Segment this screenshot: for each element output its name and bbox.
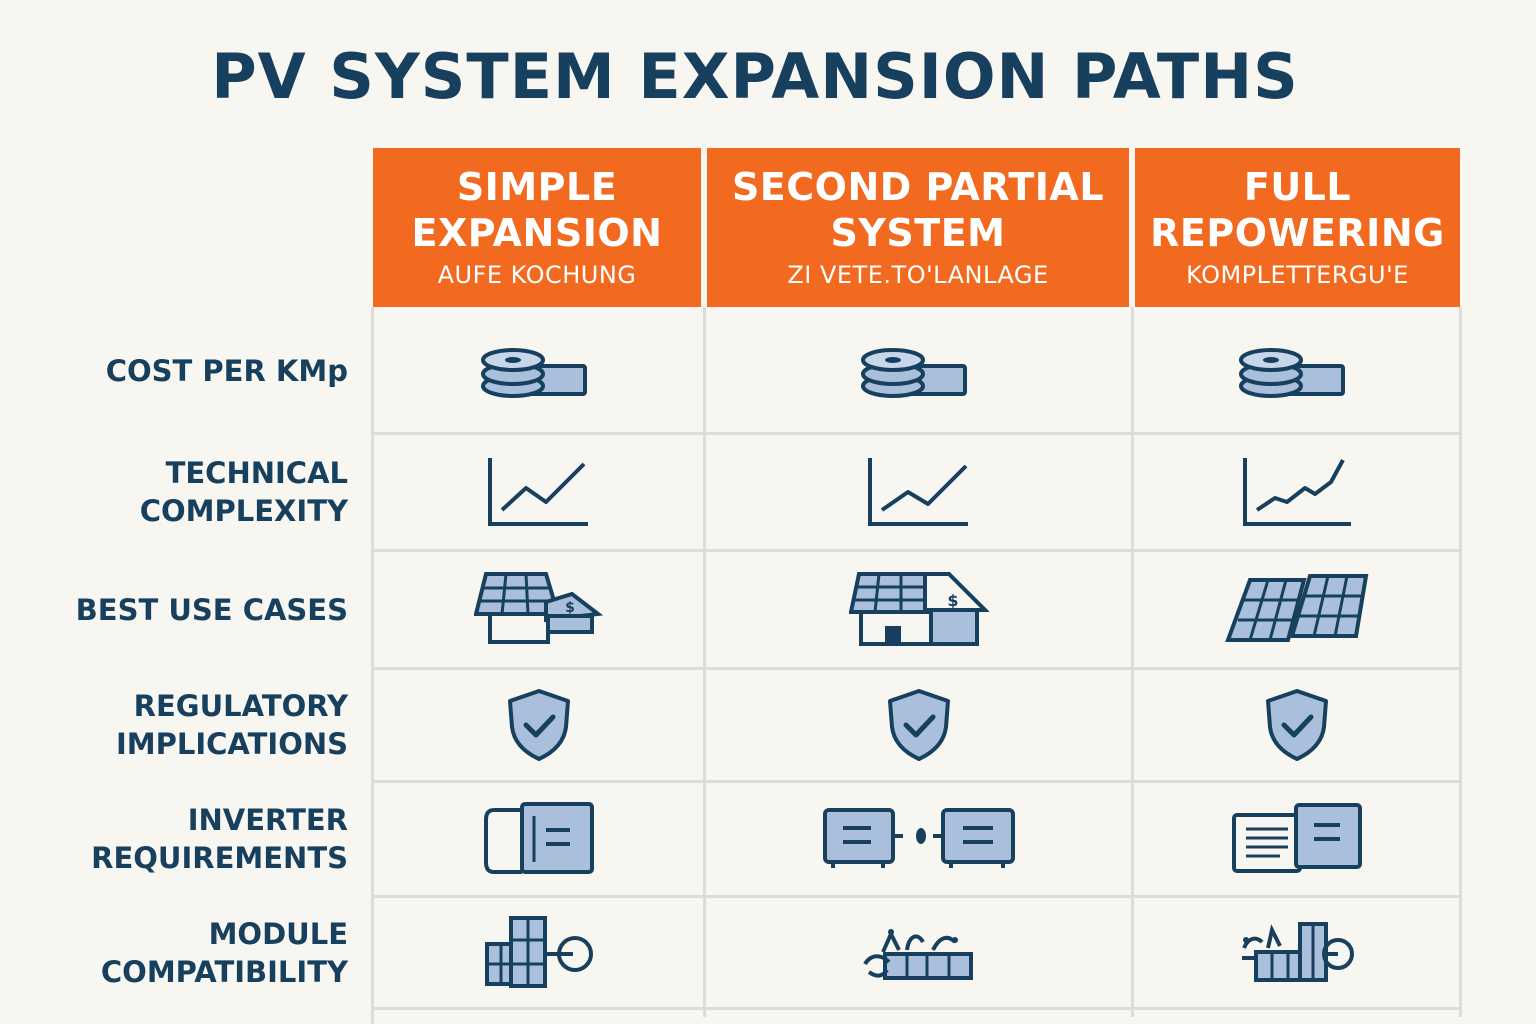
cell-inverter-partial <box>706 783 1131 895</box>
grid-line <box>371 307 374 1024</box>
cell-module-simple <box>374 898 703 1007</box>
cell-regulatory-repowering <box>1134 670 1459 780</box>
line-chart-icon <box>1242 458 1351 526</box>
grid-line <box>371 1007 1462 1010</box>
column-title: FULL REPOWERING <box>1150 164 1445 255</box>
grid-line <box>371 432 1462 435</box>
cell-inverter-repowering <box>1134 783 1459 895</box>
cell-module-partial <box>706 898 1131 1007</box>
module-connector-icon <box>484 915 593 988</box>
cell-use-cases-simple: $ <box>374 552 703 667</box>
cell-complexity-repowering <box>1134 435 1459 549</box>
inverter-icon <box>483 802 594 874</box>
grid-line <box>371 780 1462 783</box>
cell-use-cases-repowering <box>1134 552 1459 667</box>
shield-check-icon <box>1265 689 1328 761</box>
row-label-use-cases: BEST USE CASES <box>75 592 348 627</box>
row-label-complexity: TECHNICAL COMPLEXITY <box>139 456 348 528</box>
shield-check-icon <box>507 689 570 761</box>
column-header-simple-expansion: SIMPLE EXPANSION AUFE KOCHUNG <box>373 148 701 307</box>
column-title: SIMPLE EXPANSION <box>411 164 663 255</box>
grid-line <box>703 307 706 1017</box>
cell-regulatory-partial <box>706 670 1131 780</box>
column-subtitle: AUFE KOCHUNG <box>437 260 637 289</box>
row-label-inverter: INVERTER REQUIREMENTS <box>91 803 348 875</box>
page-title: PV SYSTEM EXPANSION PATHS <box>211 40 1299 113</box>
grid-line <box>371 667 1462 670</box>
grid-line <box>371 549 1462 552</box>
coin-stack-icon <box>1238 348 1345 398</box>
line-chart-icon <box>487 458 588 526</box>
module-string-icon <box>862 928 973 980</box>
cell-cost-partial <box>706 310 1131 432</box>
inverter-pair-icon <box>1231 803 1362 873</box>
house-solar-icon: $ <box>473 571 603 644</box>
grid-line <box>371 895 1462 898</box>
row-label-module: MODULE COMPATIBILITY <box>100 916 348 989</box>
grid-line <box>1131 307 1134 1017</box>
module-machine-icon <box>1241 921 1354 982</box>
coin-stack-icon <box>860 348 967 398</box>
column-subtitle: ZI VETE.TO'LANLAGE <box>787 260 1049 289</box>
shield-check-icon <box>887 689 950 761</box>
dual-inverter-icon <box>822 808 1015 868</box>
cell-use-cases-partial: $ <box>706 552 1131 667</box>
cell-module-repowering <box>1134 898 1459 1007</box>
cell-inverter-simple <box>374 783 703 895</box>
cell-complexity-partial <box>706 435 1131 549</box>
line-chart-icon <box>867 458 968 526</box>
column-title: SECOND PARTIAL SYSTEM <box>731 164 1105 255</box>
coin-stack-icon <box>480 348 587 398</box>
column-subtitle: KOMPLETTERGU'E <box>1186 260 1409 289</box>
cell-complexity-simple <box>374 435 703 549</box>
row-label-cost: COST PER KMp <box>105 354 348 388</box>
cell-cost-simple <box>374 310 703 432</box>
column-header-full-repowering: FULL REPOWERING KOMPLETTERGU'E <box>1135 148 1460 307</box>
solar-panels-icon <box>1224 573 1368 642</box>
grid-line <box>1459 307 1462 1017</box>
cell-regulatory-simple <box>374 670 703 780</box>
column-header-second-partial-system: SECOND PARTIAL SYSTEM ZI VETE.TO'LANLAGE <box>707 148 1129 307</box>
svg-text:$: $ <box>947 591 958 610</box>
row-label-regulatory: REGULATORY IMPLICATIONS <box>115 689 348 761</box>
house-solar-icon: $ <box>848 571 989 646</box>
cell-cost-repowering <box>1134 310 1459 432</box>
svg-text:$: $ <box>565 600 575 616</box>
